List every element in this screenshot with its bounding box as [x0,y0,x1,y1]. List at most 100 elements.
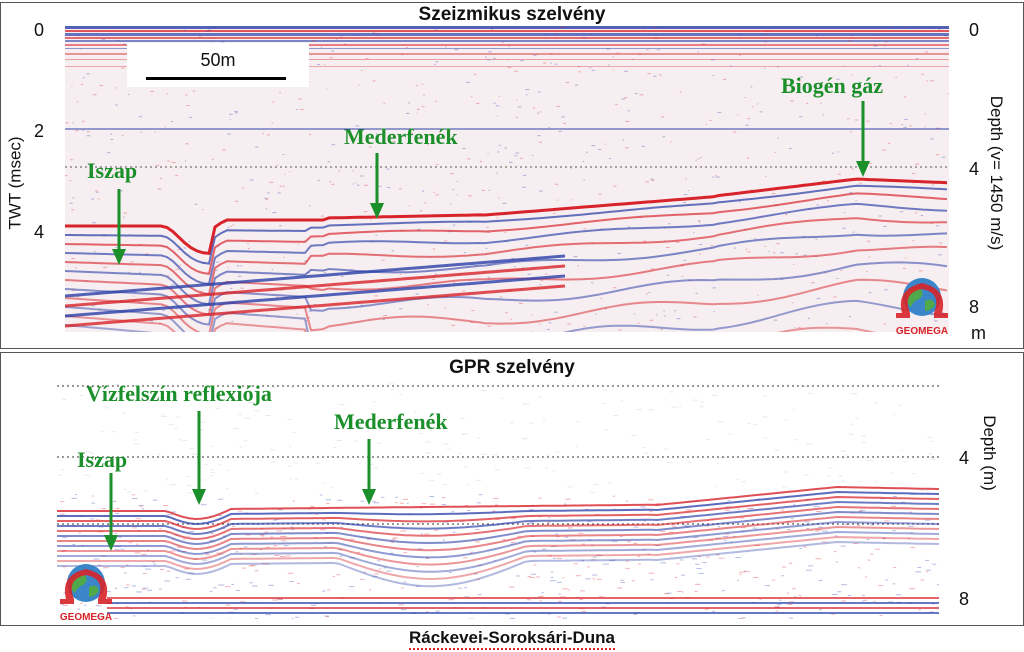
speckle [619,535,623,537]
speckle [121,67,125,69]
speckle [883,225,887,227]
speckle [135,431,139,433]
deep-reflector [65,254,566,298]
speckle [481,453,487,455]
speckle [79,395,83,397]
speckle [61,469,64,471]
speckle [552,470,556,472]
speckle [660,562,666,564]
speckle [276,164,279,166]
speckle [152,499,158,501]
speckle [379,185,382,187]
speckle [550,576,554,578]
right-unit: m [971,323,986,343]
speckle [439,132,441,134]
speckle [373,32,378,34]
speckle [77,35,80,37]
speckle [833,296,837,298]
gpr-right-tick-8: 8 [959,589,970,609]
speckle [289,171,291,173]
speckle [174,428,178,430]
speckle [110,133,113,135]
speckle [591,69,595,71]
speckle [645,181,649,183]
speckle [187,535,190,537]
speckle [80,83,84,85]
footer-text: Ráckevei-Soroksári-Duna [409,628,615,650]
speckle [496,115,499,117]
speckle [171,161,176,163]
speckle [575,575,581,577]
speckle [882,537,886,539]
speckle [75,130,79,132]
speckle [790,518,794,520]
speckle [222,528,225,530]
speckle [141,508,145,510]
speckle [808,392,813,394]
speckle [728,433,732,435]
speckle [236,265,240,267]
speckle [294,478,298,480]
annotation-mederfenek-gpr: Mederfenék [334,409,448,434]
speckle [683,194,688,196]
speckle [504,231,507,233]
speckle [225,488,229,490]
speckle [112,500,117,502]
speckle [640,506,646,508]
speckle [126,584,130,586]
speckle [183,29,187,31]
speckle [65,175,68,177]
speckle [836,78,840,80]
speckle [493,102,496,104]
speckle [89,518,95,520]
speckle [72,543,76,545]
speckle [730,541,733,543]
speckle [136,591,143,593]
speckle [222,149,226,151]
speckle [147,549,150,551]
speckle [924,51,929,53]
speckle [164,580,170,582]
speckle [339,555,343,557]
speckle [625,500,629,502]
speckle [857,524,861,526]
speckle [232,224,235,226]
speckle [101,38,106,40]
gpr-right-tick-4: 4 [959,448,970,468]
speckle [539,111,542,113]
speckle [567,486,573,488]
gpr-title: GPR szelvény [449,357,575,378]
speckle [741,481,747,483]
speckle [798,80,801,82]
speckle [435,194,439,196]
speckle [533,54,537,56]
speckle [836,277,839,279]
speckle [424,441,431,443]
speckle [677,590,682,592]
speckle [633,526,639,528]
reflector-layer [65,192,948,275]
speckle [475,528,480,530]
speckle [434,29,438,31]
speckle [874,481,879,483]
speckle [906,64,909,66]
speckle [264,197,269,199]
speckle [683,524,687,526]
speckle [576,421,579,423]
speckle [326,88,328,90]
speckle [406,502,409,504]
speckle [177,439,181,441]
speckle [868,256,871,258]
gpr-reflector [57,485,939,521]
speckle [183,568,190,570]
speckle [211,472,215,474]
speckle [624,97,628,99]
speckle [537,91,541,93]
speckle [477,594,482,596]
speckle [272,212,277,214]
speckle [390,552,394,554]
speckle [415,585,421,587]
speckle [528,523,532,525]
speckle [352,183,354,185]
speckle [460,418,465,420]
